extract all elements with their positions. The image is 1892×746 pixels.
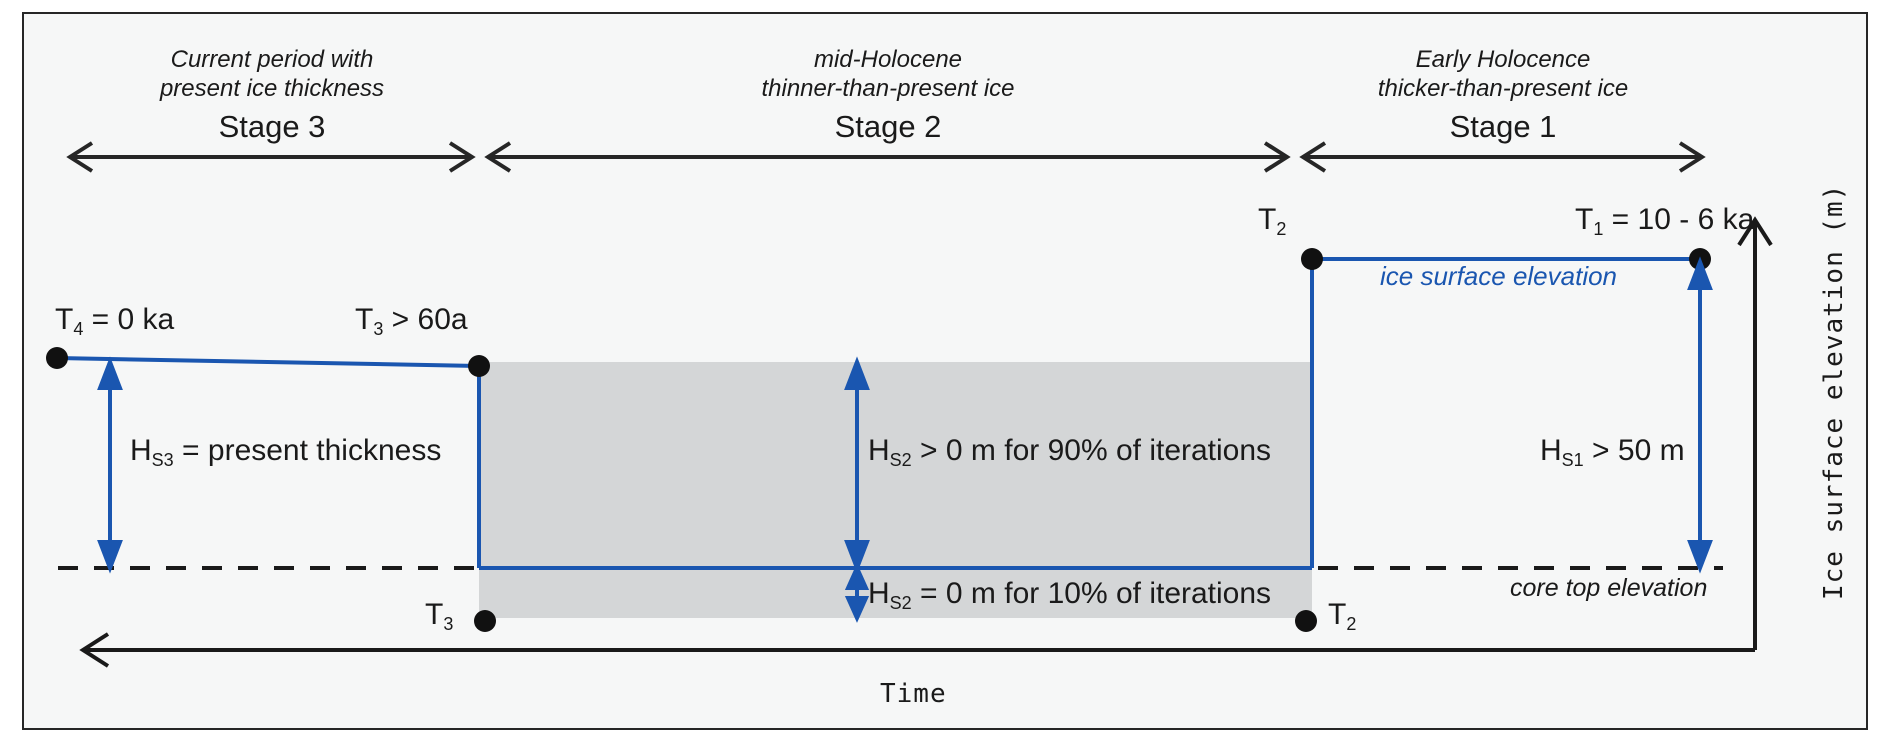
stage-1-description-line1: Early Holocence (1415, 46, 1591, 73)
stage-3-name: Stage 3 (218, 109, 326, 144)
thickness-label-hs1-symbol: H (1540, 434, 1562, 467)
stage-3-description-line1: Current period with (170, 46, 374, 73)
annotation-core-top-elevation: core top elevation (1510, 574, 1708, 602)
thickness-label-hs2-lower-value: = 0 m for 10% of iterations (911, 577, 1272, 610)
time-label-t4: T4 = 0 ka (55, 303, 175, 340)
time-label-t1-value: = 10 - 6 ka (1603, 203, 1755, 236)
stage2-span-arrow (484, 141, 1291, 173)
thickness-label-hs2-upper-subscript: S2 (889, 450, 912, 471)
stage-1-description-line2: thicker-than-present ice (1377, 75, 1629, 103)
stage2-lower-shading (479, 568, 1312, 618)
thickness-label-hs2-upper-symbol: H (868, 434, 890, 467)
thickness-label-hs2-lower-symbol: H (868, 577, 890, 610)
time-label-t1-symbol: T (1575, 203, 1594, 236)
stage1-span-arrow (1299, 141, 1706, 173)
time-label-t2-lower-symbol: T (1328, 598, 1347, 631)
time-label-t2-upper-symbol: T (1258, 203, 1277, 236)
time-label-t3-upper: T3 > 60a (355, 303, 468, 340)
stage-2-name: Stage 2 (834, 109, 942, 144)
hs2-upper-measure-arrow (844, 356, 870, 574)
time-label-t3-lower-symbol: T (425, 598, 444, 631)
datapoint-t2-lower (1295, 610, 1317, 632)
thickness-label-hs1: HS1 > 50 m (1540, 434, 1685, 471)
annotation-ice-surface-elevation: ice surface elevation (1380, 261, 1618, 291)
thickness-label-hs2-lower-subscript: S2 (889, 593, 912, 614)
thickness-label-hs3-symbol: H (130, 434, 152, 467)
ice-surface-profile (56, 257, 1700, 570)
datapoint-t4 (46, 347, 68, 369)
time-label-t4-symbol: T (55, 303, 74, 336)
datapoint-t3-lower (474, 610, 496, 632)
time-label-t2-upper-subscript: 2 (1276, 219, 1287, 240)
thickness-label-hs3-value: = present thickness (173, 434, 442, 467)
hs3-measure-arrow (97, 356, 123, 574)
thickness-label-hs2-lower: HS2 = 0 m for 10% of iterations (868, 577, 1272, 614)
datapoint-t3-upper (468, 355, 490, 377)
thickness-label-hs1-value: > 50 m (1583, 434, 1685, 467)
thickness-label-hs3: HS3 = present thickness (130, 434, 442, 471)
hs1-measure-arrow (1687, 256, 1713, 574)
elevation-axis-arrow (1737, 216, 1773, 650)
time-label-t4-value: = 0 ka (83, 303, 175, 336)
x-axis-label: Time (880, 679, 947, 709)
time-label-t1: T1 = 10 - 6 ka (1575, 203, 1755, 240)
stage-3-description-line2: present ice thickness (159, 75, 385, 103)
time-label-t2-lower: T2 (1328, 598, 1357, 635)
y-axis-label: Ice surface elevation (m) (1819, 183, 1849, 600)
time-label-t2-lower-subscript: 2 (1346, 614, 1357, 635)
stage-2-description-line1: mid-Holocene (813, 46, 963, 73)
stage-2-description-line2: thinner-than-present ice (761, 75, 1015, 103)
time-label-t4-subscript: 4 (73, 319, 84, 340)
stage2-upper-shading (479, 362, 1312, 568)
time-label-t2-upper: T2 (1258, 203, 1287, 240)
datapoint-t2-upper (1301, 248, 1323, 270)
time-label-t1-subscript: 1 (1593, 219, 1604, 240)
stage3-span-arrow (66, 141, 476, 173)
stage-2-description: mid-Holocene thinner-than-present ice (488, 45, 1288, 104)
stage-1-name: Stage 1 (1449, 109, 1557, 144)
time-label-t3-upper-subscript: 3 (373, 319, 384, 340)
stage-3-description: Current period with present ice thicknes… (70, 45, 474, 104)
thickness-label-hs2-upper-value: > 0 m for 90% of iterations (911, 434, 1272, 467)
stage-1-description: Early Holocence thicker-than-present ice (1303, 45, 1703, 104)
thickness-label-hs1-subscript: S1 (1561, 450, 1584, 471)
time-label-t3-lower-subscript: 3 (443, 614, 454, 635)
time-label-t3-upper-symbol: T (355, 303, 374, 336)
hs2-lower-measure-arrow (844, 563, 870, 623)
time-label-t3-upper-value: > 60a (383, 303, 468, 336)
thickness-label-hs3-subscript: S3 (151, 450, 174, 471)
time-axis-arrow (79, 632, 1755, 668)
profile-stage3-segment (56, 356, 480, 368)
thickness-label-hs2-upper: HS2 > 0 m for 90% of iterations (868, 434, 1272, 471)
time-label-t3-lower: T3 (425, 598, 454, 635)
